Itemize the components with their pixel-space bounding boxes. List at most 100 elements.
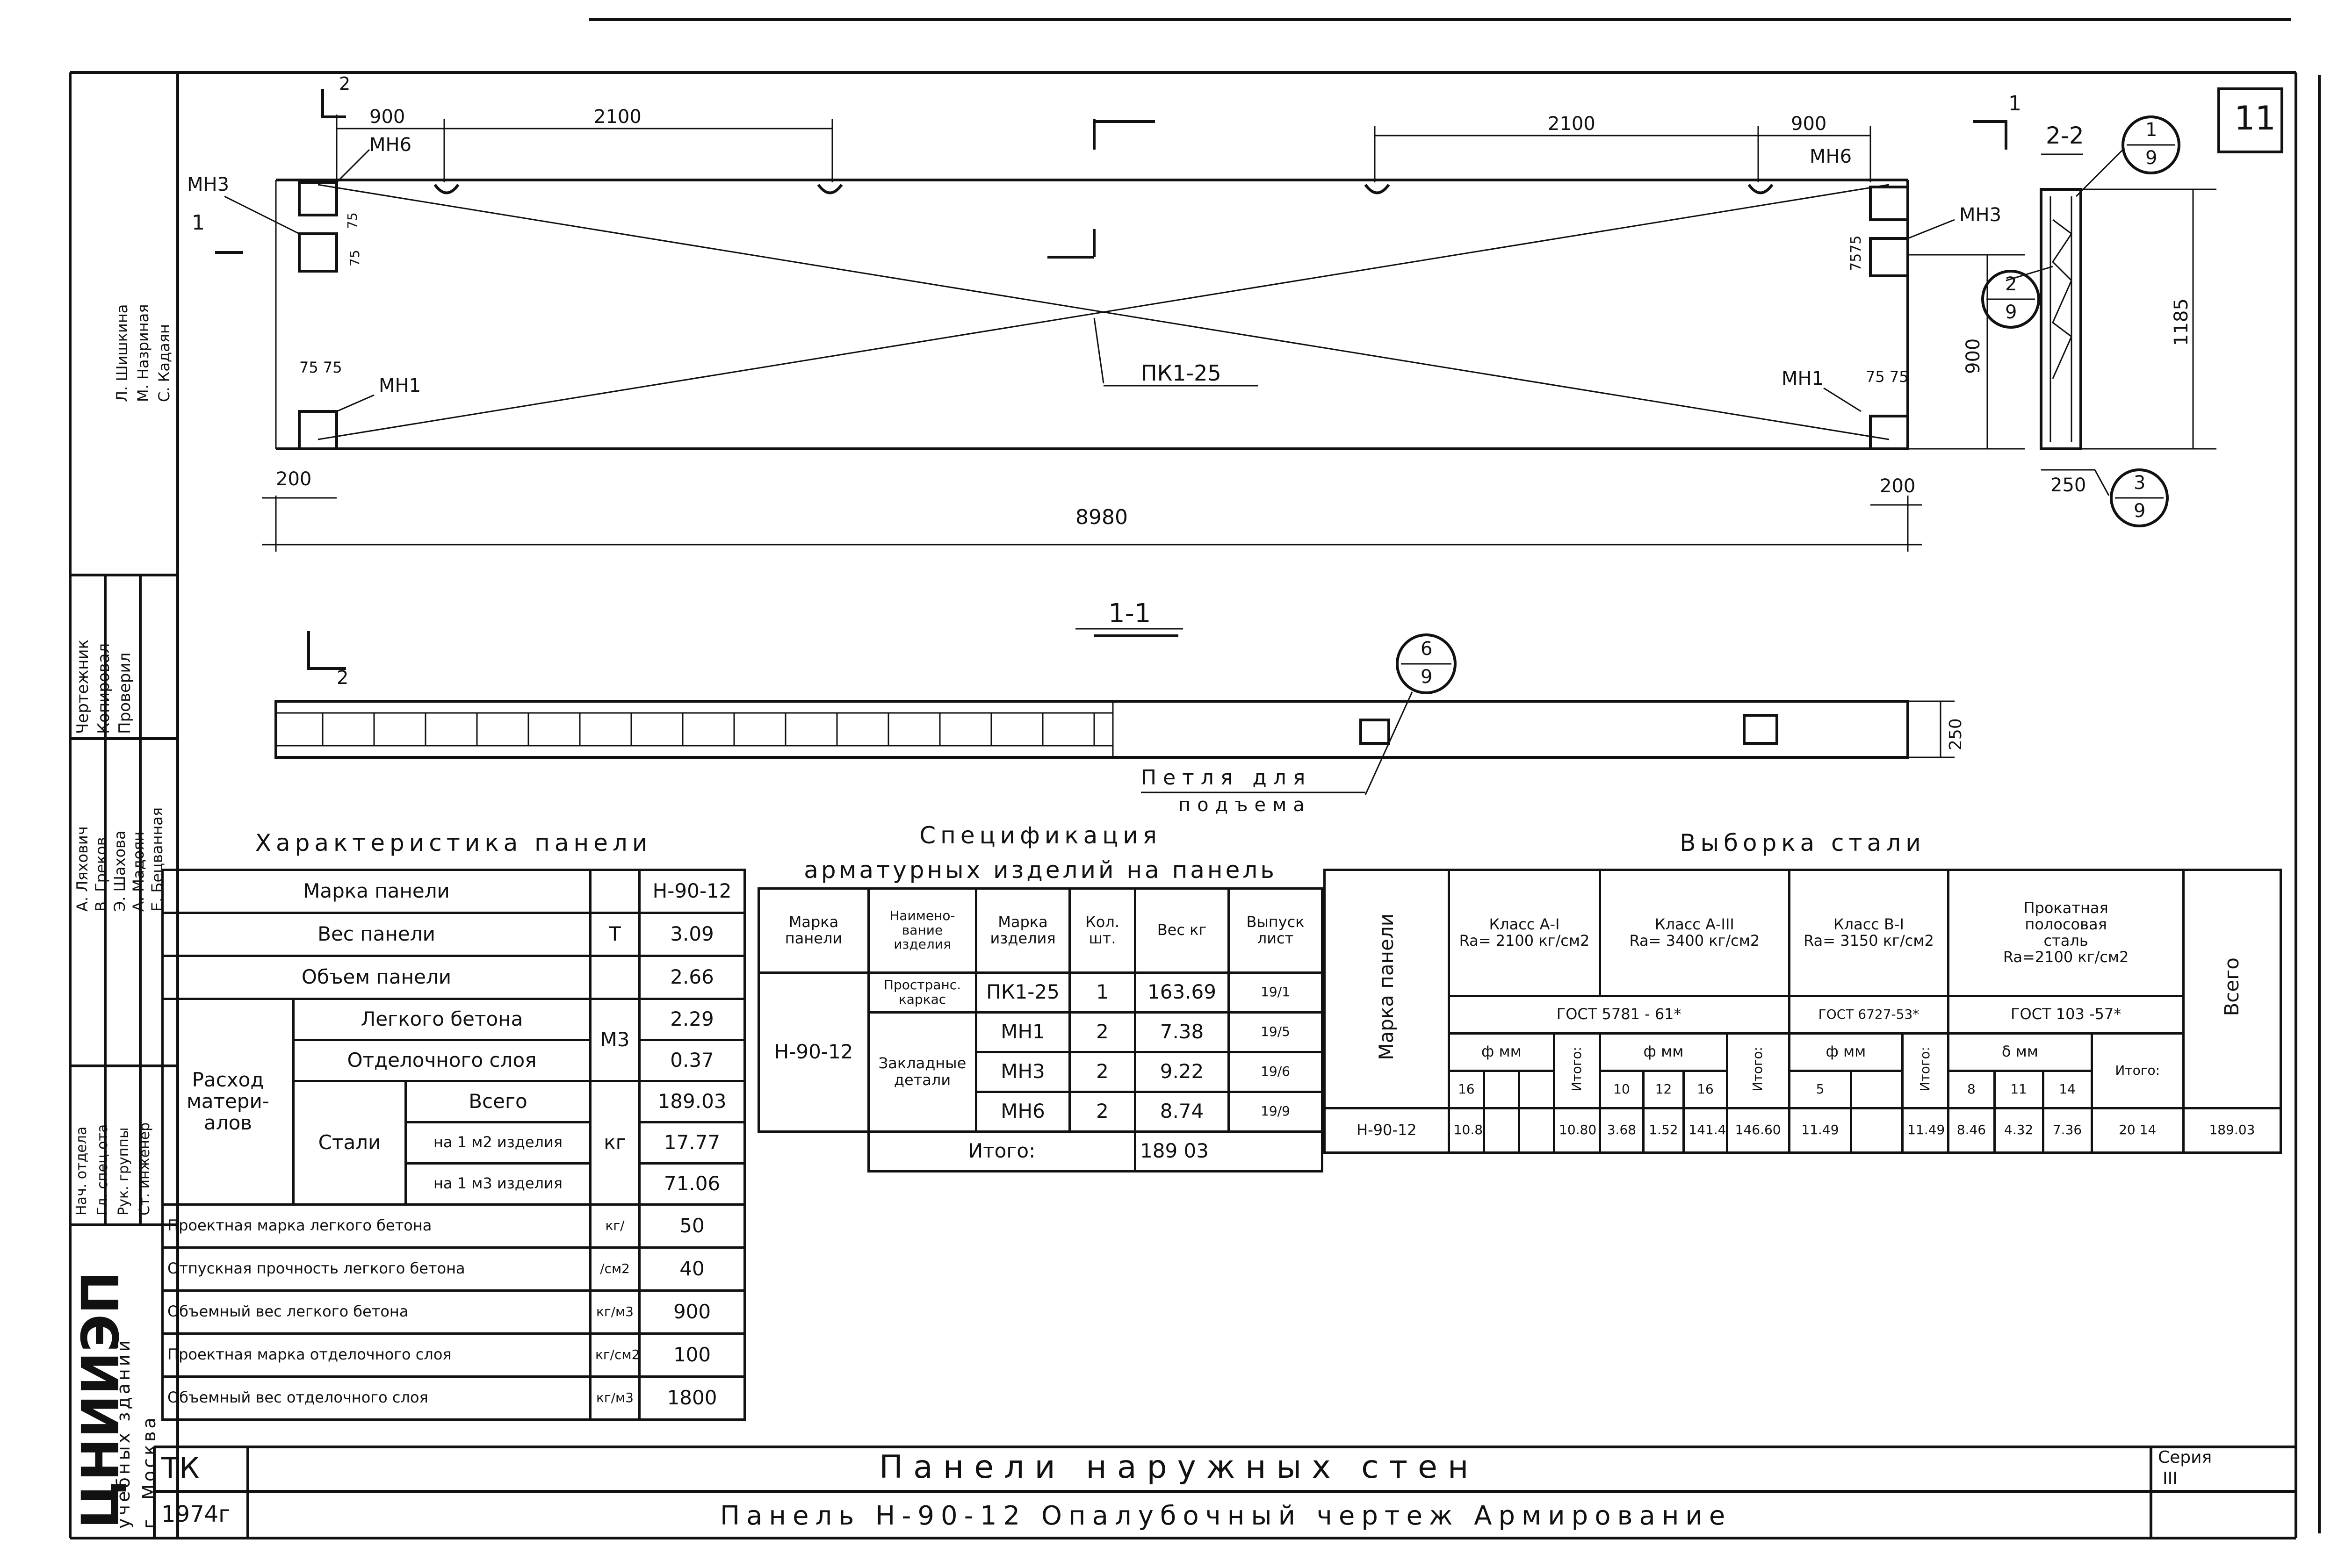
spec-header-qty: Кол. шт. xyxy=(1068,887,1136,974)
stamp-name-4: А. Мадоян xyxy=(130,831,147,912)
steel-diam-b1-5: 5 xyxy=(1788,1069,1853,1109)
char-row-volume-value: 2.66 xyxy=(638,954,746,1000)
steel-row-r-total: 20 14 xyxy=(2090,1107,2185,1154)
char-unit-kg: кг xyxy=(589,1079,641,1206)
steel-row-a1-16: 10.80 xyxy=(1447,1107,1485,1154)
steel-row-r-8: 8.46 xyxy=(1947,1107,1996,1154)
char-extra-3-value: 100 xyxy=(638,1332,746,1378)
plan-dim-overall: 8980 xyxy=(1075,505,1128,529)
char-steel-label: Стали xyxy=(292,1079,407,1206)
spec-panel-mark: Н-90-12 xyxy=(758,971,870,1133)
steel-a3-itogo-text: Итого: xyxy=(1750,1046,1766,1092)
steel-gost-a: ГОСТ 5781 - 61* xyxy=(1447,994,1790,1035)
steel-diam-a3-16: 16 xyxy=(1682,1069,1728,1109)
spec-row-0-qty: 1 xyxy=(1068,971,1136,1014)
steel-row-r-14: 7.36 xyxy=(2042,1107,2093,1154)
spec-row-3-sheet-num: 19 xyxy=(1261,1103,1277,1119)
section-11-cut-mark: 2 xyxy=(337,667,349,689)
char-extra-2-label: Объемный вес легкого бетона xyxy=(161,1289,592,1335)
title-block-series-value: III xyxy=(2163,1469,2178,1488)
spec-row-1-qty: 2 xyxy=(1068,1011,1136,1053)
plan-dim-plate-75-a: 75 xyxy=(345,212,360,229)
loop-label-line-2: подъема xyxy=(1178,794,1311,816)
spec-row-1-weight: 7.38 xyxy=(1134,1011,1230,1053)
spec-row-1-mark: МН1 xyxy=(975,1011,1071,1053)
stamp-name-5: Е. Бецванная xyxy=(148,807,166,912)
steel-a1-phi: ф мм xyxy=(1447,1032,1556,1072)
char-extra-2-unit: кг/м3 xyxy=(589,1289,641,1335)
spec-row-3-sheet-den: 9 xyxy=(1282,1103,1290,1119)
steel-thick-14: 14 xyxy=(2042,1069,2093,1109)
stamp-name-2-1: М. Назриная xyxy=(134,304,152,402)
char-unit-kgcm2-bottom: /см2 xyxy=(589,1246,641,1292)
char-extra-1-label: Отпускная прочность легкого бетона xyxy=(161,1246,592,1292)
char-row-weight-value: 3.09 xyxy=(638,911,746,957)
stamp-org-sub-1: учебных зданий xyxy=(113,1337,134,1529)
title-block-subtitle: Панель Н-90-12 Опалубочный чертеж Армиро… xyxy=(720,1501,1732,1531)
section-22-dim-height: 1185 xyxy=(2171,298,2192,346)
char-unit-m3: М3 xyxy=(589,997,641,1082)
steel-b1-phi: ф мм xyxy=(1788,1032,1904,1072)
spec-row-0-sheet-den: 1 xyxy=(1282,984,1290,1000)
char-material-group-label: Расход матери-алов xyxy=(161,997,295,1206)
char-row-volume-unit xyxy=(589,954,641,1000)
cut-mark-2-top: 2 xyxy=(339,73,351,94)
spec-row-3-qty: 2 xyxy=(1068,1090,1136,1133)
char-extra-1-value: 40 xyxy=(638,1246,746,1292)
steel-class-a3-label: Класс А-III xyxy=(1654,915,1734,933)
part-mn3-left: МН3 xyxy=(187,174,230,195)
char-steel-per-m2-value: 17.77 xyxy=(638,1121,746,1165)
steel-row-a1-empty-1 xyxy=(1482,1107,1520,1154)
spec-row-3-mark: МН6 xyxy=(975,1090,1071,1133)
char-finishing-layer-value: 0.37 xyxy=(638,1038,746,1082)
spec-row-1-sheet: 19/5 xyxy=(1227,1011,1324,1053)
steel-b1-itogo: Итого: xyxy=(1901,1032,1950,1109)
char-extra-3-label: Проектная марка отделочного слоя xyxy=(161,1332,592,1378)
steel-diam-a3-10: 10 xyxy=(1599,1069,1645,1109)
steel-class-a1-label: Класс А-I xyxy=(1489,915,1560,933)
spec-row-2-weight: 9.22 xyxy=(1134,1050,1230,1093)
char-steel-total-value: 189.03 xyxy=(638,1079,746,1123)
spec-row-0-weight: 163.69 xyxy=(1134,971,1230,1014)
steel-table-title: Выборка стали xyxy=(1324,818,2281,871)
steel-row-a3-10: 3.68 xyxy=(1599,1107,1645,1154)
spec-row-3-sheet: 19/9 xyxy=(1227,1090,1324,1133)
spec-row-2-sheet-den: 6 xyxy=(1282,1064,1290,1079)
stamp-role-2-1: Гл. спец.ота xyxy=(94,1124,111,1216)
plan-dim-7575-left: 75 75 xyxy=(299,359,342,376)
char-row-mark-value: Н-90-12 xyxy=(638,868,746,914)
title-block-title: Панели наружных стен xyxy=(879,1449,1479,1486)
part-mn1-right: МН1 xyxy=(1782,368,1824,389)
plan-dim-900-right: 900 xyxy=(1791,113,1827,135)
char-extra-2-value: 900 xyxy=(638,1289,746,1335)
char-extra-3-unit: кг/см2 xyxy=(589,1332,641,1378)
steel-header-total: Всего xyxy=(2182,868,2282,1109)
stamp-name-2-0: Л. Шишкина xyxy=(113,304,131,402)
char-row-weight-label: Вес панели xyxy=(161,911,592,957)
part-mn1-left: МН1 xyxy=(379,375,421,396)
stamp-role-checked: Проверил xyxy=(115,652,134,734)
steel-row-a1-total: 10.80 xyxy=(1552,1107,1602,1154)
spec-header-weight: Вес кг xyxy=(1134,887,1230,974)
callout-1-den: 9 xyxy=(2145,147,2158,169)
spec-row-1-sheet-den: 5 xyxy=(1282,1024,1290,1040)
title-block-year: 1974г xyxy=(161,1501,231,1527)
section-22-title: 2-2 xyxy=(2046,122,2084,149)
spec-group-embedded: Закладные детали xyxy=(867,1011,977,1133)
steel-a3-itogo: Итого: xyxy=(1725,1032,1790,1109)
char-steel-per-m3-value: 71.06 xyxy=(638,1162,746,1206)
stamp-org-sub-2: г. Москва xyxy=(139,1415,159,1529)
char-row-mark-label: Марка панели xyxy=(161,868,592,914)
callout-6-den: 9 xyxy=(1421,666,1433,688)
steel-row-b1-total: 11.49 xyxy=(1901,1107,1950,1154)
steel-rolled-delta: δ мм xyxy=(1947,1032,2093,1072)
callout-6-num: 6 xyxy=(1421,638,1433,660)
spec-row-0-sheet: 19/1 xyxy=(1227,971,1324,1014)
stamp-role-2-0: Нач. отдела xyxy=(73,1126,90,1216)
stamp-name-1: А. Ляхович xyxy=(73,826,91,912)
callout-2-num: 2 xyxy=(2005,273,2017,295)
spec-total-label: Итого: xyxy=(867,1130,1136,1172)
